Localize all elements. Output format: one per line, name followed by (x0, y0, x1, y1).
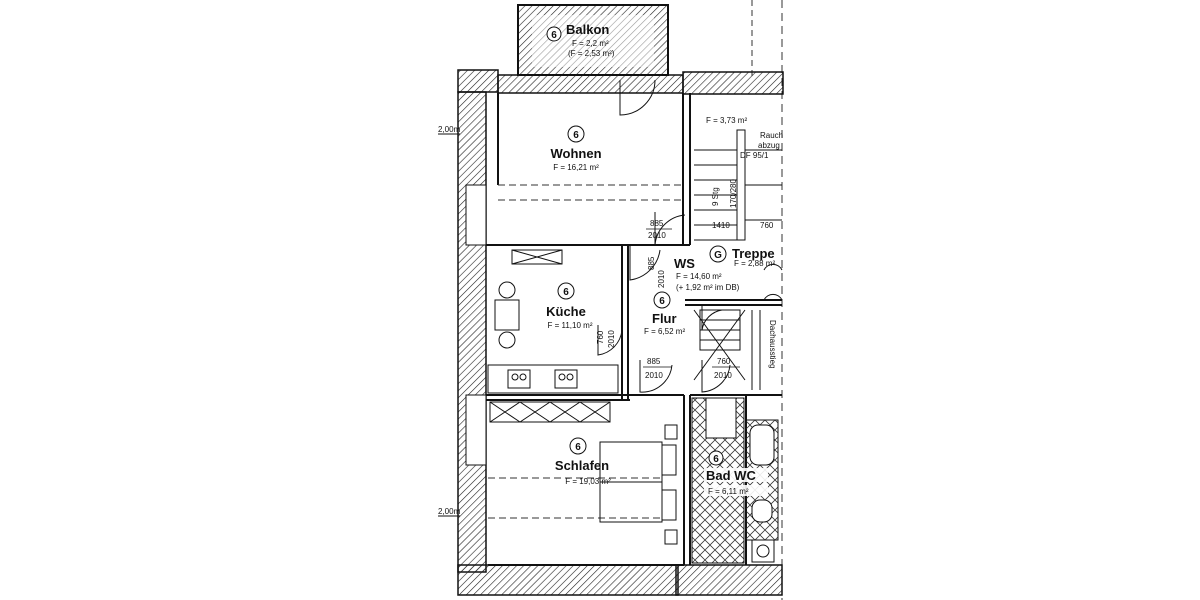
wohnen-area: F = 16,21 m² (553, 163, 599, 172)
treppe-area: F = 2,88 m² (734, 259, 775, 268)
kitchen-cabinets (487, 249, 619, 394)
bad-area: F = 6,11 m² (708, 487, 749, 496)
room-label-treppe: G Treppe F = 2,88 m² (709, 245, 775, 268)
flur-area: F = 6,52 m² (644, 327, 685, 336)
kueche-num: 6 (563, 287, 569, 298)
schlafen-label: Schlafen (555, 458, 609, 473)
room-label-schlafen: 6 Schlafen F = 19,03 m² (555, 437, 611, 486)
outer-walls (457, 69, 784, 596)
ws-area: F = 14,60 m² (676, 272, 722, 281)
ws-label: WS (674, 256, 695, 271)
dashed-lines (488, 184, 683, 519)
doors (597, 79, 731, 393)
door-w6: 760 (717, 357, 731, 366)
kueche-label: Küche (546, 304, 586, 319)
schlafen-num: 6 (575, 442, 581, 453)
ws-area2: (+ 1,92 m² im DB) (676, 283, 740, 292)
note-abzug: abzug (758, 141, 780, 150)
treppe-num: G (714, 250, 722, 261)
door-h6: 2010 (714, 371, 732, 380)
upper-area: F = 3,73 m² (706, 116, 747, 125)
flur-label: Flur (652, 311, 677, 326)
treppe-label: Treppe (732, 246, 775, 261)
wardrobe (489, 401, 611, 423)
wohnen-label: Wohnen (550, 146, 601, 161)
stair-annotations: 9 Stg 170/280 1410 760 (711, 179, 774, 230)
schlafen-area: F = 19,03 m² (565, 477, 611, 486)
room-label-wohnen: 6 Wohnen F = 16,21 m² (550, 125, 602, 172)
level-top: 2,00m (438, 125, 461, 134)
stair-dim1: 1410 (712, 221, 730, 230)
bad-label: Bad WC (706, 468, 756, 483)
door-dims: 885 2010 885 2010 760 2010 885 2010 760 … (596, 219, 740, 380)
door-h4: 2010 (607, 330, 616, 348)
level-bottom: 2,00m (438, 507, 461, 516)
room-label-ws: WS F = 14,60 m² (+ 1,92 m² im DB) (674, 256, 740, 292)
bed (599, 424, 678, 545)
door-h3: 2010 (645, 371, 663, 380)
stair-steps: 9 Stg (711, 187, 720, 206)
wohnen-num: 6 (573, 130, 579, 141)
kueche-area: F = 11,10 m² (548, 321, 593, 330)
bad-num: 6 (713, 454, 719, 465)
room-label-flur: 6 Flur F = 6,52 m² (644, 291, 685, 336)
door-h2: 2010 (657, 270, 666, 288)
balkon-label: Balkon (566, 22, 609, 37)
balkon-area: F = 2,2 m² (572, 39, 609, 48)
flur-num: 6 (659, 296, 665, 307)
room-label-balkon: 6 Balkon F = 2,2 m² (F = 2,53 m²) (546, 22, 615, 58)
door-w1: 885 (650, 219, 664, 228)
windows-left (465, 184, 487, 466)
room-label-kueche: 6 Küche F = 11,10 m² (546, 282, 593, 330)
balkon-num: 6 (551, 30, 557, 41)
note-df: DF 95/1 (740, 151, 769, 160)
balkon-area2: (F = 2,53 m²) (568, 49, 615, 58)
door-w4: 760 (596, 330, 605, 344)
note-rauch: Rauch (760, 131, 783, 140)
stair-dim2: 760 (760, 221, 774, 230)
room-label-bad: 6 Bad WC F = 6,11 m² (704, 450, 768, 496)
door-w3: 885 (647, 357, 661, 366)
door-w2: 885 (647, 256, 656, 270)
stair-ratio: 170/280 (729, 179, 738, 208)
note-ausstieg: Dachausstieg (768, 320, 777, 368)
door-h1: 2010 (648, 231, 666, 240)
